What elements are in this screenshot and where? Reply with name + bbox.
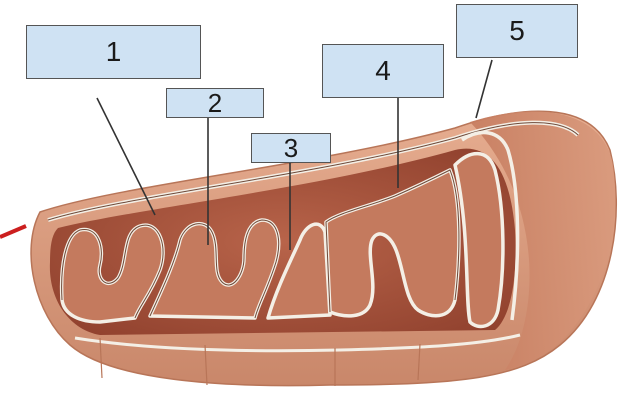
label-text-1: 1: [106, 38, 122, 66]
pointer-5: [476, 60, 492, 118]
label-box-2: 2: [166, 88, 264, 118]
label-text-2: 2: [208, 90, 222, 116]
label-text-4: 4: [375, 57, 391, 85]
red-tick-mark: [0, 226, 26, 237]
label-text-3: 3: [284, 135, 298, 161]
label-text-5: 5: [509, 17, 525, 45]
label-box-5: 5: [456, 4, 578, 58]
label-box-1: 1: [26, 25, 201, 79]
label-box-4: 4: [322, 44, 444, 98]
label-box-3: 3: [251, 133, 331, 163]
